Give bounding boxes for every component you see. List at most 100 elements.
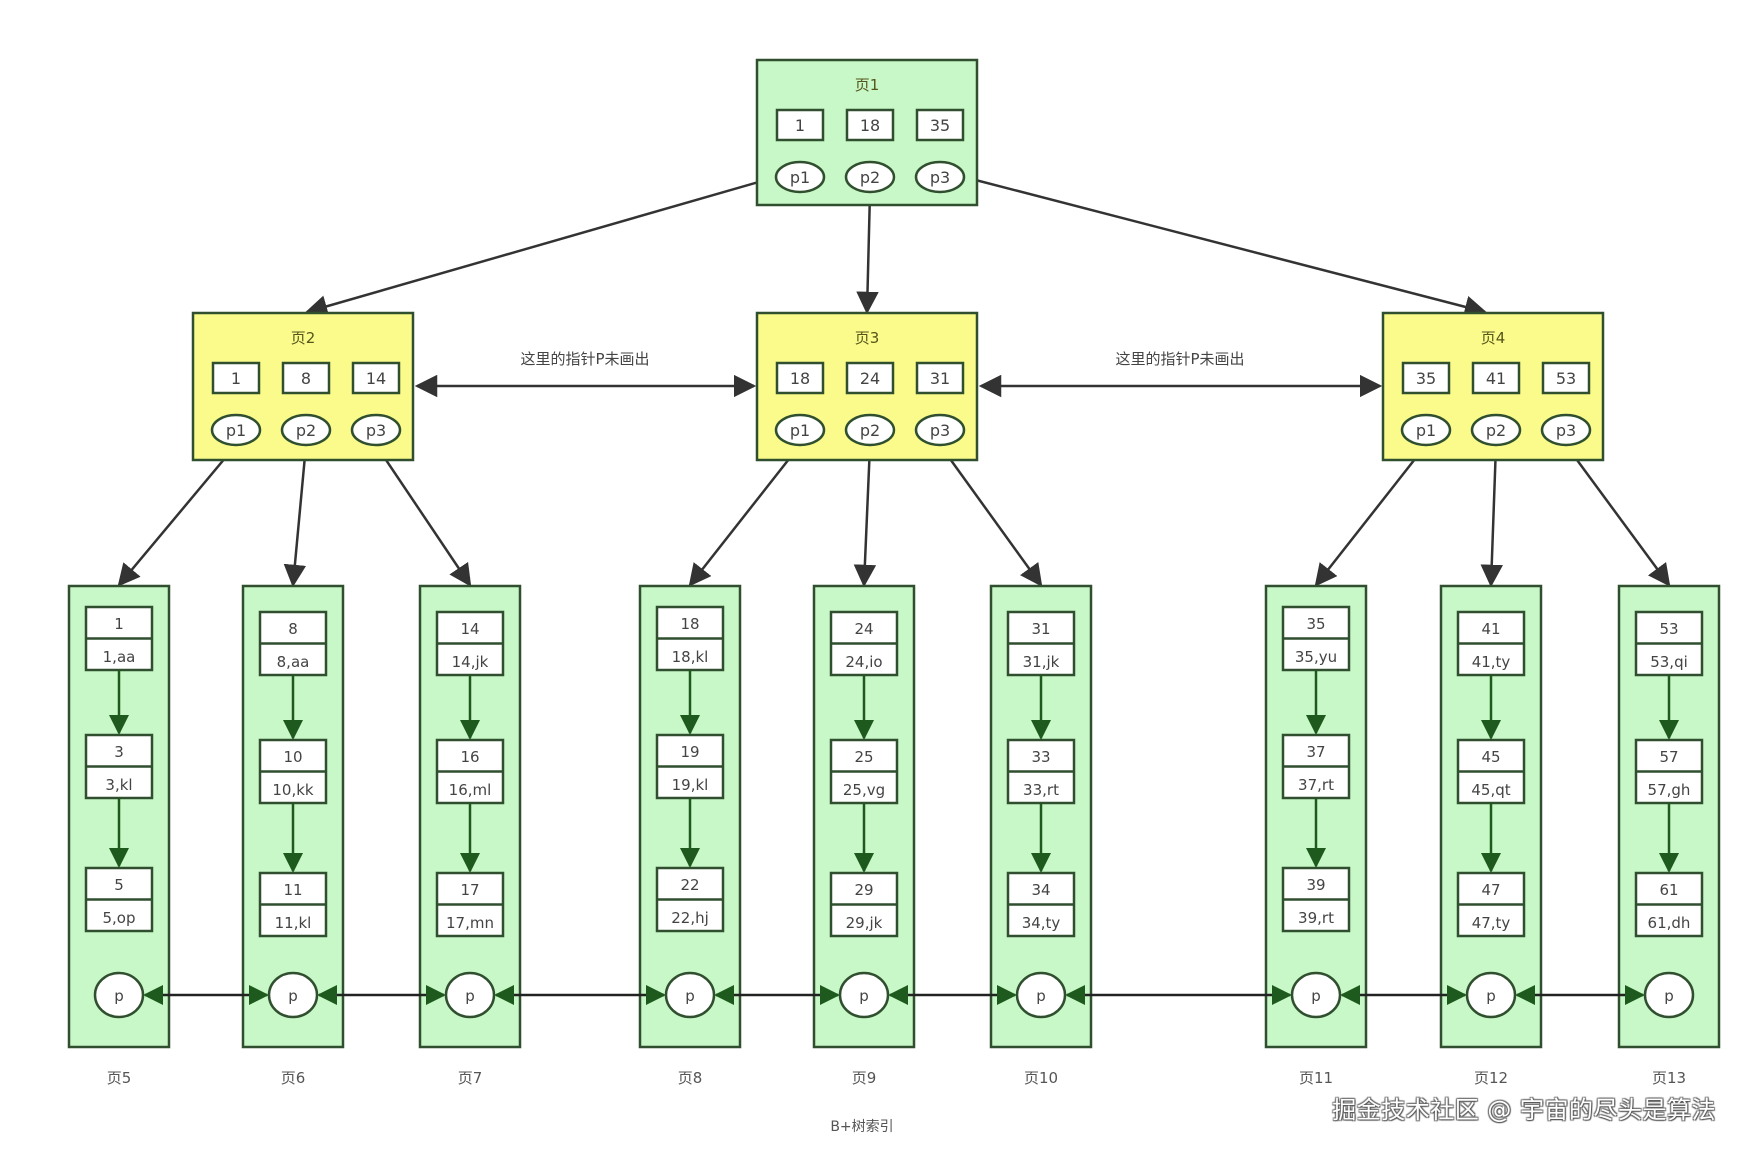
record-value: 17,mn bbox=[446, 914, 494, 932]
pointer-label: p1 bbox=[226, 421, 246, 440]
leaf-page-label: 页7 bbox=[458, 1069, 483, 1087]
pointer-label: p3 bbox=[366, 421, 386, 440]
record-key: 47 bbox=[1481, 881, 1500, 899]
record-key: 14 bbox=[460, 620, 479, 638]
pointer-circle bbox=[774, 160, 826, 194]
key-cell bbox=[915, 108, 965, 142]
key-cell bbox=[351, 361, 401, 395]
pointer-circle bbox=[844, 413, 896, 447]
record-value: 16,ml bbox=[449, 781, 492, 799]
record-value: 45,qt bbox=[1471, 781, 1510, 799]
leaf-pointer-label: p bbox=[859, 987, 869, 1005]
key-cell bbox=[845, 361, 895, 395]
leaf-record: 47 47,ty bbox=[1456, 871, 1526, 938]
leaf-pointer-label: p bbox=[114, 987, 124, 1005]
record-value: 19,kl bbox=[672, 776, 709, 794]
edges-layer bbox=[117, 175, 1671, 588]
record-value: 39,rt bbox=[1298, 909, 1334, 927]
record-value: 37,rt bbox=[1298, 776, 1334, 794]
internal-page-4-title: 页4 bbox=[1481, 329, 1506, 347]
internal-to-leaf-arrow bbox=[283, 444, 308, 588]
record-key: 45 bbox=[1481, 748, 1500, 766]
record-value: 35,yu bbox=[1295, 648, 1337, 666]
record-value: 14,jk bbox=[452, 653, 489, 671]
record-value: 34,ty bbox=[1022, 914, 1061, 932]
record-value: 29,jk bbox=[846, 914, 883, 932]
record-key: 57 bbox=[1659, 748, 1678, 766]
leaf-record: 39 39,rt bbox=[1281, 866, 1351, 933]
internal-to-leaf-arrow bbox=[1564, 444, 1671, 587]
sibling-pointer-note: 这里的指针P未画出 bbox=[520, 350, 649, 368]
pointer-circle bbox=[1400, 413, 1452, 447]
record-key: 18 bbox=[680, 615, 699, 633]
pointer-circle bbox=[1540, 413, 1592, 447]
record-value: 31,jk bbox=[1023, 653, 1060, 671]
leaf-page-label: 页6 bbox=[281, 1069, 306, 1087]
record-key: 29 bbox=[854, 881, 873, 899]
leaf-page-label: 页8 bbox=[678, 1069, 703, 1087]
leaf-pointer-label: p bbox=[1311, 987, 1321, 1005]
leaf-pointer-label: p bbox=[1664, 987, 1674, 1005]
record-value: 22,hj bbox=[671, 909, 709, 927]
record-key: 3 bbox=[114, 743, 124, 761]
key-value: 18 bbox=[790, 369, 810, 388]
overlay-arrows bbox=[109, 670, 1679, 1005]
record-key: 11 bbox=[283, 881, 302, 899]
pointer-label: p2 bbox=[296, 421, 316, 440]
record-key: 41 bbox=[1481, 620, 1500, 638]
pointer-label: p1 bbox=[790, 168, 810, 187]
leaf-page-label: 页13 bbox=[1652, 1069, 1686, 1087]
record-key: 22 bbox=[680, 876, 699, 894]
record-value: 1,aa bbox=[103, 648, 136, 666]
record-key: 39 bbox=[1306, 876, 1325, 894]
leaf-record: 55,op bbox=[84, 866, 154, 933]
record-value: 24,io bbox=[845, 653, 882, 671]
key-cell bbox=[211, 361, 261, 395]
record-key: 1 bbox=[114, 615, 124, 633]
key-value: 53 bbox=[1556, 369, 1576, 388]
record-value: 11,kl bbox=[275, 914, 312, 932]
key-cell bbox=[281, 361, 331, 395]
pointer-circle bbox=[210, 413, 262, 447]
pointer-circle bbox=[914, 160, 966, 194]
key-value: 41 bbox=[1486, 369, 1506, 388]
record-value: 33,rt bbox=[1023, 781, 1059, 799]
key-cell bbox=[1401, 361, 1451, 395]
record-key: 35 bbox=[1306, 615, 1325, 633]
record-value: 47,ty bbox=[1472, 914, 1511, 932]
leaf-record: 24 24,io bbox=[829, 610, 899, 677]
record-value: 18,kl bbox=[672, 648, 709, 666]
record-key: 53 bbox=[1659, 620, 1678, 638]
pointer-label: p2 bbox=[1486, 421, 1506, 440]
key-cell bbox=[915, 361, 965, 395]
root-to-internal-arrow bbox=[856, 191, 879, 315]
root-page-title: 页1 bbox=[855, 76, 880, 94]
pointer-label: p2 bbox=[860, 168, 880, 187]
key-value: 1 bbox=[795, 116, 805, 135]
pointer-circle bbox=[844, 160, 896, 194]
leaf-page-label: 页12 bbox=[1474, 1069, 1508, 1087]
record-key: 5 bbox=[114, 876, 124, 894]
record-key: 10 bbox=[283, 748, 302, 766]
diagram-caption: B+树索引 bbox=[830, 1118, 893, 1135]
record-key: 8 bbox=[288, 620, 298, 638]
internal-to-leaf-arrow bbox=[853, 444, 877, 588]
pointer-circle bbox=[914, 413, 966, 447]
record-value: 8,aa bbox=[277, 653, 310, 671]
record-key: 24 bbox=[854, 620, 873, 638]
